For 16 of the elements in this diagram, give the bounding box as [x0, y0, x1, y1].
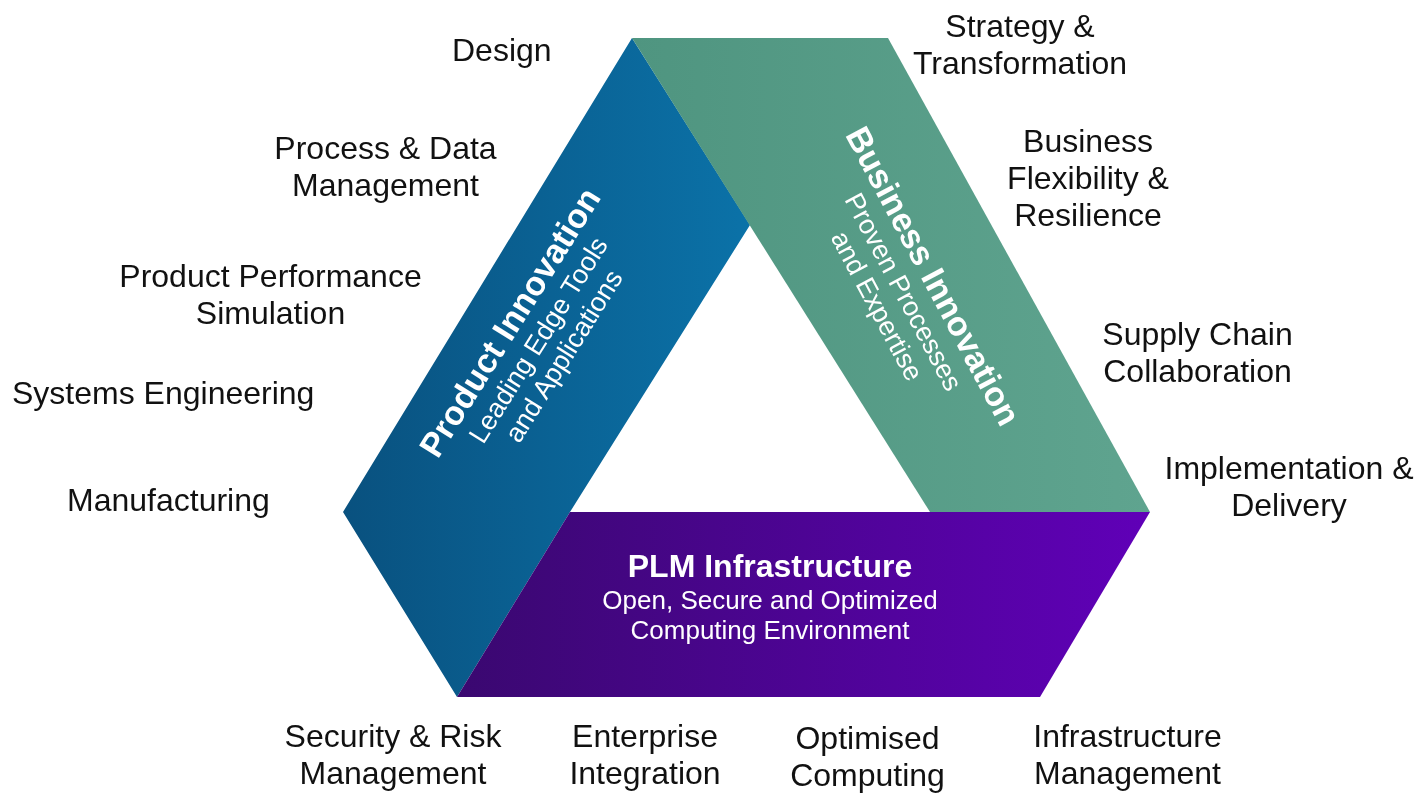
capability-label: Enterprise Integration	[568, 718, 722, 792]
capability-label: Systems Engineering	[12, 375, 316, 412]
capability-label: Security & Risk Management	[283, 718, 503, 792]
triangle-band	[457, 512, 1150, 697]
capability-label: Process & Data Management	[273, 130, 497, 203]
band-heading: PLM Infrastructure	[626, 547, 914, 585]
capability-label: Business Flexibility & Resilience	[1006, 123, 1170, 234]
capability-label: Optimised Computing	[789, 720, 946, 794]
capability-label: Implementation & Delivery	[1163, 450, 1415, 524]
capability-label: Manufacturing	[67, 482, 271, 519]
capability-label: Infrastructure Management	[1032, 718, 1223, 792]
capability-label: Strategy & Transformation	[912, 8, 1128, 82]
capability-label: Supply Chain Collaboration	[1101, 316, 1294, 390]
capability-label: Product Performance Simulation	[118, 258, 423, 332]
capability-label: Design	[452, 32, 553, 69]
band-subtitle: Open, Secure and Optimized Computing Environment	[601, 585, 939, 645]
